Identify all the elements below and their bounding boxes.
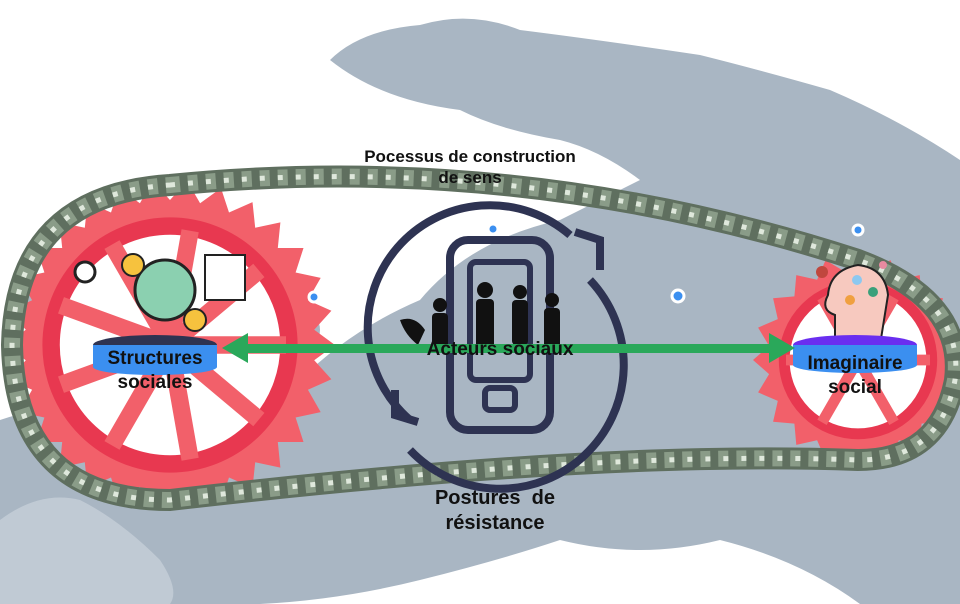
double-arrow (222, 333, 795, 363)
structures-sociales-label: Structures sociales (85, 347, 225, 395)
pedestal-right (793, 335, 917, 373)
chain (0, 165, 960, 512)
postures-resistance-label: Postures de résistance (395, 486, 595, 536)
process-label-line1: Pocessus de construction (364, 147, 576, 166)
cycle-icon (363, 201, 628, 493)
map-dots (307, 222, 865, 304)
imaginaire-line1: Imaginaire (807, 353, 903, 374)
acteurs-sociaux-label: Acteurs sociaux (426, 339, 574, 360)
globe-money-icon (73, 253, 246, 332)
process-label-line2: de sens (438, 168, 502, 188)
imaginaire-social-label: Imaginaire social (785, 352, 925, 400)
structures-line2: sociales (117, 371, 193, 393)
people-icon (400, 282, 560, 353)
postures-line2: résistance (445, 512, 545, 534)
postures-line1: Postures de (434, 487, 556, 509)
pedestal-left (93, 335, 217, 375)
brain-head-icon (816, 261, 890, 346)
imaginaire-line2: social (828, 376, 882, 398)
structures-line1: Structures (107, 348, 203, 369)
process-label: Pocessus de construction de sens (340, 146, 600, 189)
